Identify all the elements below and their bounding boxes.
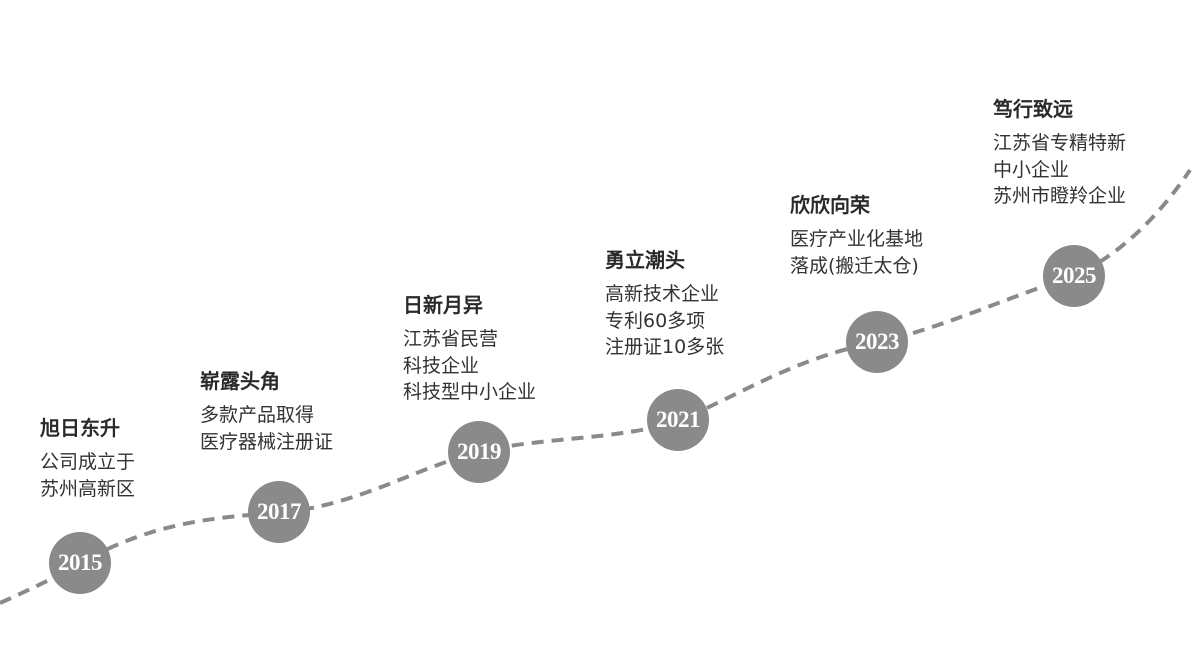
milestone-title: 日新月异 (403, 293, 483, 317)
milestone-2015: 旭日东升 公司成立于 苏州高新区 (40, 415, 135, 502)
milestone-line: 落成(搬迁太仓) (790, 254, 919, 277)
milestone-line: 江苏省民营 (403, 328, 499, 350)
milestone-line: 公司成立于 (40, 451, 136, 473)
milestone-title: 笃行致远 (993, 97, 1073, 121)
year-label: 2017 (257, 499, 302, 524)
dashed-curve (0, 168, 1192, 605)
year-label: 2025 (1052, 263, 1097, 288)
milestone-line: 专利60多项 (605, 309, 706, 332)
milestone-line: 苏州市瞪羚企业 (993, 185, 1127, 207)
milestone-title: 崭露头角 (200, 369, 280, 393)
milestone-2017: 崭露头角 多款产品取得 医疗器械注册证 (200, 368, 333, 455)
milestone-2025: 笃行致远 江苏省专精特新 中小企业 苏州市瞪羚企业 (993, 96, 1126, 210)
milestone-title: 勇立潮头 (605, 248, 685, 272)
milestone-title: 旭日东升 (40, 416, 120, 440)
milestone-line: 医疗器械注册证 (200, 430, 334, 453)
year-label: 2021 (656, 407, 701, 432)
milestone-line: 苏州高新区 (40, 477, 136, 500)
year-label: 2019 (457, 439, 502, 464)
year-label: 2023 (855, 329, 900, 354)
year-node-2019: 2019 (448, 421, 510, 483)
milestone-line: 中小企业 (993, 158, 1070, 181)
milestone-line: 科技型中小企业 (403, 381, 537, 403)
year-node-2021: 2021 (647, 389, 709, 451)
year-label: 2015 (58, 550, 103, 575)
milestone-2023: 欣欣向荣 医疗产业化基地 落成(搬迁太仓) (790, 192, 923, 279)
milestone-line: 医疗产业化基地 (790, 228, 924, 250)
milestone-line: 江苏省专精特新 (993, 132, 1127, 154)
milestone-2021: 勇立潮头 高新技术企业 专利60多项 注册证10多张 (605, 247, 724, 361)
year-node-2023: 2023 (846, 311, 908, 373)
milestone-title: 欣欣向荣 (790, 193, 870, 217)
milestone-line: 高新技术企业 (605, 283, 720, 305)
milestone-line: 科技企业 (403, 354, 480, 377)
milestone-line: 注册证10多张 (605, 336, 725, 358)
year-node-2017: 2017 (248, 481, 310, 543)
year-node-2025: 2025 (1043, 245, 1105, 307)
year-node-2015: 2015 (49, 532, 111, 594)
milestone-2019: 日新月异 江苏省民营 科技企业 科技型中小企业 (403, 292, 536, 406)
milestone-line: 多款产品取得 (200, 404, 315, 426)
